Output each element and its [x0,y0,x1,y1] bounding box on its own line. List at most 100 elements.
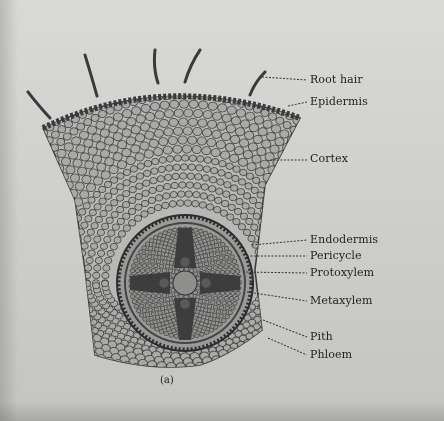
cortex-cell [311,201,320,209]
cortex-cell [391,234,399,241]
cortex-cell [146,67,154,74]
cortex-cell [106,217,113,223]
cortex-cell [281,355,290,363]
cortex-cell [367,310,375,317]
label-pith: Pith [310,330,333,343]
cortex-cell [279,374,287,381]
cortex-cell [303,137,311,144]
cortex-cell [390,308,398,315]
cortex-cell [60,338,69,346]
cortex-cell [222,200,229,206]
cortex-cell [387,271,395,278]
cortex-cell [337,132,345,139]
cortex-cell [257,335,264,341]
cortex-cell [93,283,100,289]
cortex-cell [386,262,394,269]
cortex-cell [38,205,47,213]
stele-cell [140,304,144,308]
cortex-cell [279,274,286,280]
cortex-cell [377,257,385,264]
cortex-cell [220,381,228,388]
cortex-cell [155,204,162,210]
cortex-cell [42,196,51,204]
cortex-cell [207,204,214,210]
cortex-cell [296,301,303,307]
stele-cell [220,270,224,274]
cortex-cell [387,287,395,294]
cortex-cell [91,223,98,229]
cortex-cell [260,160,269,168]
cortex-cell [17,154,25,161]
cortex-cell [91,243,98,249]
cortex-cell [163,146,172,154]
cortex-cell [383,302,391,309]
stele-cell [145,259,149,263]
cortex-cell [80,299,87,305]
cortex-cell [13,354,21,361]
cortex-cell [302,359,310,366]
cortex-cell [77,167,86,175]
cortex-cell [207,397,215,404]
cortex-cell [140,396,148,403]
cortex-cell [103,265,110,271]
cortex-cell [30,222,39,230]
cortex-cell [47,345,56,353]
cortex-cell [186,182,193,188]
stele-cell [142,309,146,313]
cortex-cell [92,134,101,142]
root-hair-4 [185,50,200,82]
cortex-cell [188,136,197,144]
cortex-cell [66,166,75,174]
cortex-cell [265,360,274,368]
cortex-cell [265,214,272,220]
stele-cell [211,321,215,325]
cortex-cell [333,185,342,193]
cortex-cell [250,370,259,378]
cortex-cell [18,341,26,348]
cortex-cell [60,345,69,353]
cortex-cell [94,236,101,242]
cortex-cell [34,163,42,170]
cortex-cell [108,380,116,387]
cortex-cell [239,351,248,359]
cortex-cell [151,102,160,110]
cortex-cell [362,200,370,207]
cortex-cell [233,219,240,225]
cortex-cell [149,139,158,147]
cortex-cell [288,269,295,275]
cortex-cell [46,279,55,287]
stele-cell [169,250,173,254]
cortex-cell [182,82,190,89]
cortex-cell [105,193,112,199]
cortex-cell [40,293,49,301]
stele-cell [231,306,235,310]
cortex-cell [392,303,400,310]
cortex-cell [308,315,317,323]
cortex-cell [322,202,331,210]
cortex-cell [110,243,117,249]
stele-cell [213,296,217,300]
cortex-cell [66,326,75,334]
leader-pith [263,320,307,337]
cortex-cell [285,227,292,233]
cortex-cell [47,308,56,316]
stele-cell [148,264,152,268]
cortex-cell [146,113,155,121]
cortex-cell [37,279,46,287]
cortex-cell [165,398,173,405]
stele-cell [173,228,177,232]
stele-cell [225,270,229,274]
stele-cell [151,251,155,255]
cortex-cell [246,173,253,179]
stele-cell [145,242,149,246]
cortex-cell [22,250,31,258]
cortex-cell [173,164,180,170]
cortex-cell [285,157,294,165]
cortex-cell [355,341,363,348]
stele-cell [207,324,211,328]
cortex-cell [117,161,126,169]
cortex-cell [58,205,67,213]
stele-cell [207,305,211,309]
cortex-cell [38,320,47,328]
cortex-cell [282,341,291,349]
